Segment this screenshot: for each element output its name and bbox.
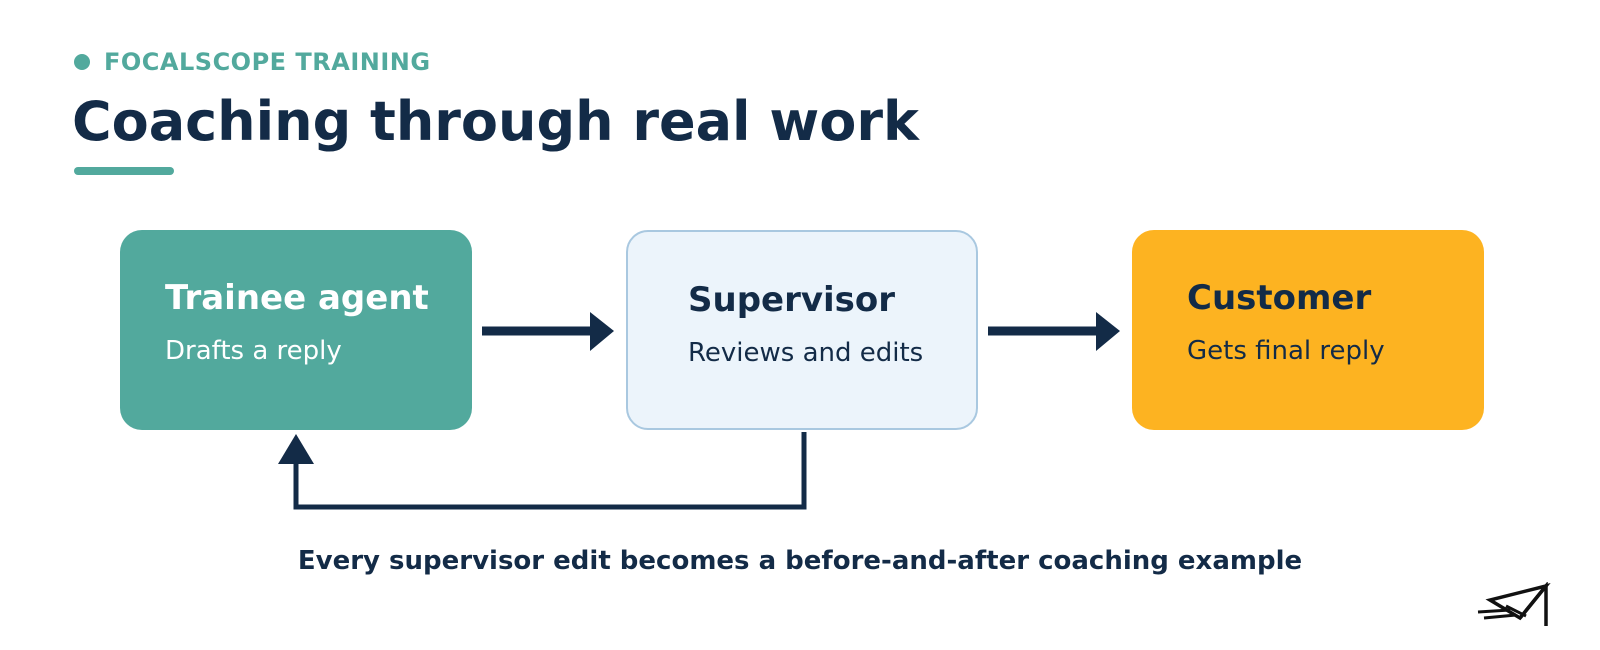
- eyebrow-dot-icon: [74, 54, 90, 70]
- node-subtitle: Gets final reply: [1187, 336, 1385, 366]
- arrow-trainee-to-supervisor: [482, 312, 614, 351]
- title-underline: [74, 167, 174, 175]
- node-subtitle: Drafts a reply: [165, 336, 342, 366]
- paper-plane-icon: [1477, 582, 1551, 626]
- node-title: Customer: [1187, 278, 1372, 318]
- node-supervisor: Supervisor Reviews and edits: [626, 230, 978, 430]
- page-title: Coaching through real work: [72, 90, 919, 153]
- arrow-supervisor-to-customer: [988, 312, 1120, 351]
- node-title: Trainee agent: [165, 278, 429, 318]
- diagram-caption: Every supervisor edit becomes a before-a…: [297, 546, 1303, 576]
- eyebrow-label: FOCALSCOPE TRAINING: [104, 48, 431, 76]
- arrow-feedback-loop: [278, 432, 807, 510]
- node-subtitle: Reviews and edits: [688, 338, 924, 368]
- eyebrow: FOCALSCOPE TRAINING: [74, 48, 431, 76]
- node-trainee-agent: Trainee agent Drafts a reply: [120, 230, 472, 430]
- node-title: Supervisor: [688, 280, 896, 320]
- node-customer: Customer Gets final reply: [1132, 230, 1484, 430]
